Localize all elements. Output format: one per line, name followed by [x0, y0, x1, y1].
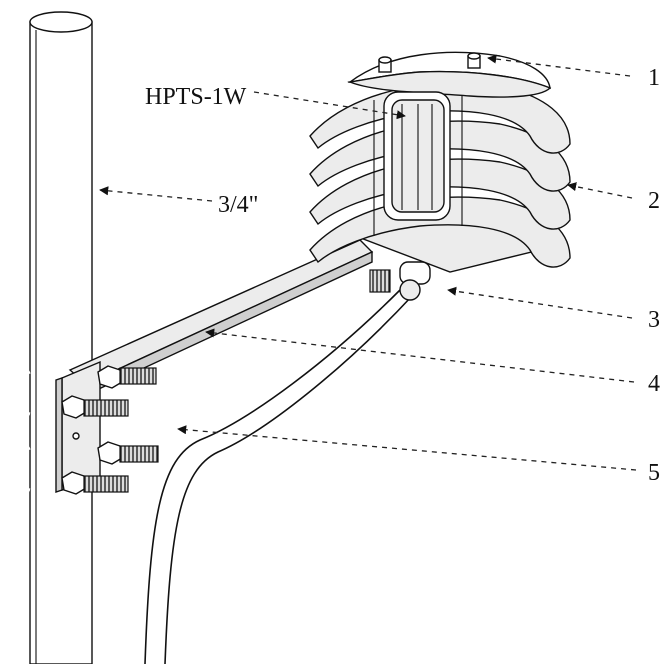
mounting-arm [68, 239, 374, 396]
leader-3 [447, 286, 633, 319]
callout-5: 5 [648, 460, 660, 486]
callout-1: 1 [648, 65, 660, 91]
mounting-plate [55, 360, 101, 493]
bolt-2 [61, 395, 129, 419]
pipe-size-label: 3/4" [218, 192, 258, 218]
callout-2: 2 [648, 188, 660, 214]
u-bolt-lower [12, 446, 31, 492]
leader-5 [177, 425, 637, 471]
leader-lines [99, 54, 637, 471]
swivel-clamp [369, 261, 431, 301]
pipe [29, 11, 93, 664]
top-nut-left [378, 56, 392, 73]
callout-3: 3 [648, 307, 660, 333]
top-nut-right [467, 52, 481, 69]
bolt-4 [61, 471, 129, 495]
bolt-1 [97, 365, 157, 389]
leader-1 [487, 54, 631, 77]
radiation-shield [309, 51, 571, 273]
callout-4: 4 [648, 371, 660, 397]
leader-pipe [99, 186, 213, 202]
u-bolt-upper [12, 370, 31, 416]
model-label: HPTS-1W [145, 84, 247, 110]
leader-4 [205, 328, 635, 383]
support-rod [144, 289, 413, 664]
bolt-3 [97, 441, 159, 465]
sensor-housing [383, 91, 451, 221]
leader-2 [567, 182, 633, 199]
